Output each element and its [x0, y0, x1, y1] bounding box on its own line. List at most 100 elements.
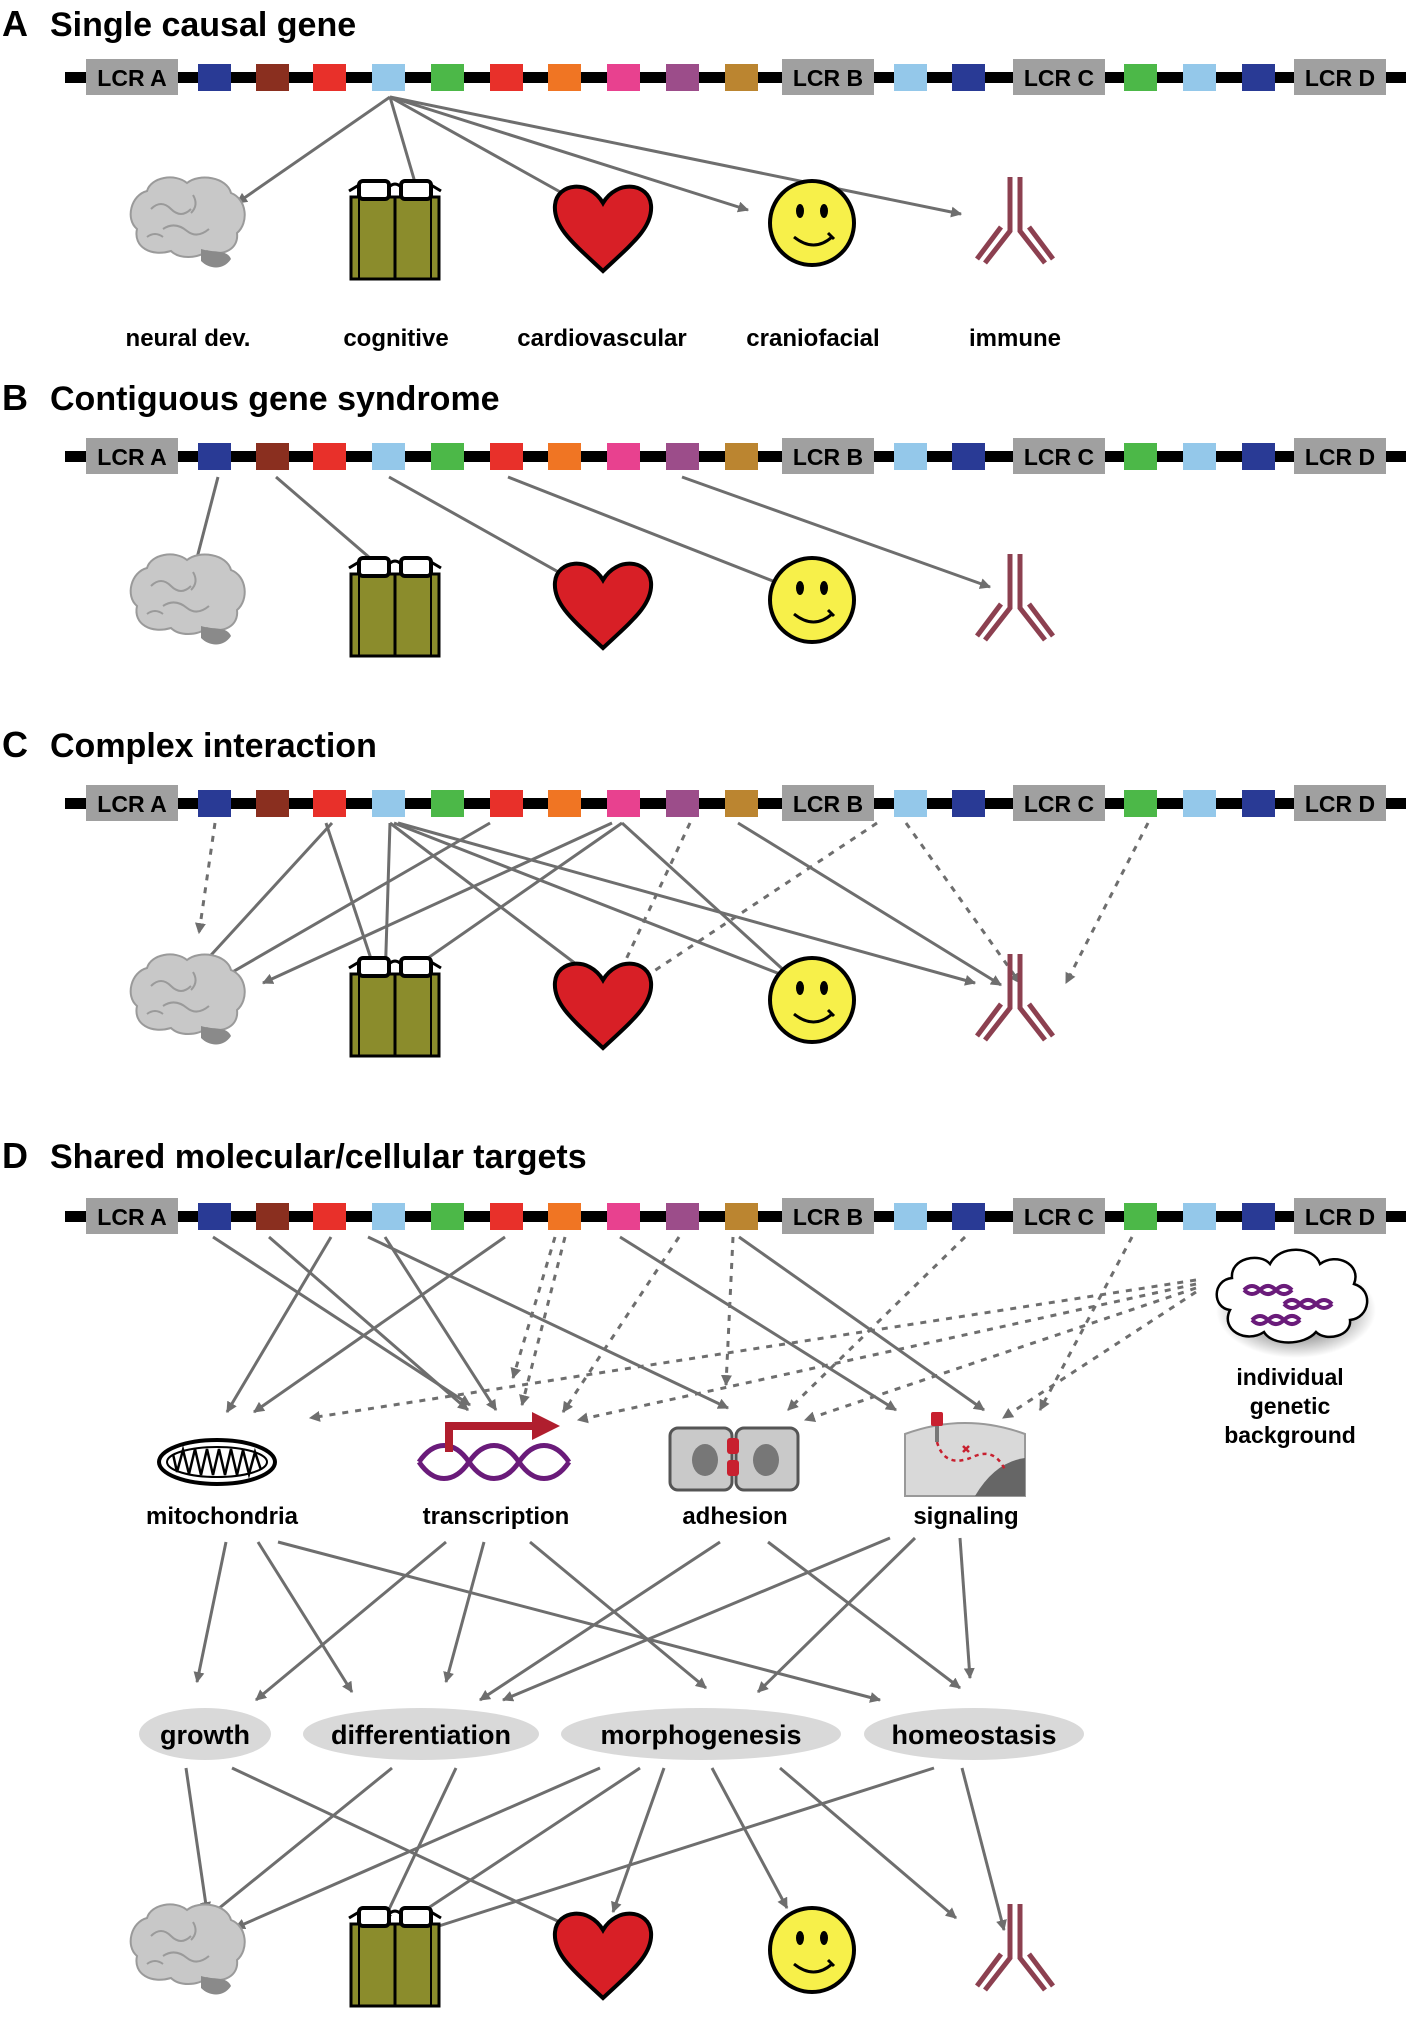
arrows-process-phenotype	[184, 1766, 1007, 1935]
gene-box	[666, 64, 699, 91]
background-label-line3: background	[1224, 1422, 1356, 1448]
phenotype-icons-row	[129, 1903, 1055, 2008]
gene-box	[548, 443, 581, 470]
brain-icon	[129, 953, 246, 1045]
gene-box	[431, 1203, 464, 1230]
gene-box	[548, 1203, 581, 1230]
gene-box	[1124, 443, 1157, 470]
gene-box	[607, 1203, 640, 1230]
gene-box	[894, 64, 927, 91]
process-morphogenesis: morphogenesis	[561, 1708, 841, 1760]
gene-box	[198, 64, 231, 91]
label-transcription: transcription	[423, 1503, 570, 1530]
label-homeostasis: homeostasis	[891, 1720, 1056, 1750]
gene-box	[607, 64, 640, 91]
gene-box	[372, 64, 405, 91]
gene-box	[256, 790, 289, 817]
lcr-box	[1294, 1198, 1386, 1234]
lcr-box	[1013, 1198, 1105, 1234]
panel-title-b: Contiguous gene syndrome	[50, 380, 500, 418]
gene-box	[490, 1203, 523, 1230]
lcr-label: LCR C	[1024, 791, 1094, 817]
heart-icon	[552, 1911, 654, 2001]
lcr-label: LCR D	[1305, 791, 1375, 817]
antibody-icon	[975, 177, 1055, 265]
lcr-box	[782, 59, 874, 95]
lcr-box	[782, 785, 874, 821]
gene-box	[313, 790, 346, 817]
gene-box	[666, 790, 699, 817]
lcr-label: LCR B	[793, 65, 863, 91]
background-label-line2: genetic	[1250, 1393, 1331, 1419]
adhesion-icon	[668, 1426, 800, 1492]
gene-box	[198, 1203, 231, 1230]
heart-icon	[552, 184, 654, 274]
panel-letter-d: D	[2, 1135, 28, 1176]
gene-box	[725, 64, 758, 91]
lcr-label: LCR D	[1305, 1204, 1375, 1230]
gene-box	[490, 64, 523, 91]
book-glasses-icon	[348, 179, 442, 281]
gene-box	[1242, 64, 1275, 91]
gene-box	[256, 443, 289, 470]
book-glasses-icon	[348, 1906, 442, 2008]
gene-box	[1124, 790, 1157, 817]
lcr-box	[782, 1198, 874, 1234]
label-craniofacial: craniofacial	[746, 325, 879, 352]
gene-box	[1242, 1203, 1275, 1230]
antibody-icon	[975, 554, 1055, 642]
lcr-box	[1013, 785, 1105, 821]
gene-box	[490, 790, 523, 817]
lcr-label: LCR C	[1024, 65, 1094, 91]
panel-title-c: Complex interaction	[50, 727, 377, 765]
lcr-label: LCR B	[793, 791, 863, 817]
background-label-line1: individual	[1236, 1364, 1343, 1390]
gene-box	[372, 790, 405, 817]
smiley-icon	[768, 179, 856, 267]
gene-box	[198, 790, 231, 817]
panel-title-d: Shared molecular/cellular targets	[50, 1138, 587, 1176]
lcr-label: LCR A	[97, 444, 166, 470]
lcr-label: LCR D	[1305, 65, 1375, 91]
label-immune: immune	[969, 325, 1061, 352]
book-glasses-icon	[348, 956, 442, 1058]
smiley-icon	[768, 956, 856, 1044]
lcr-box	[1013, 438, 1105, 474]
lcr-label: LCR D	[1305, 444, 1375, 470]
gene-box	[431, 64, 464, 91]
process-homeostasis: homeostasis	[864, 1708, 1084, 1760]
gene-box	[607, 790, 640, 817]
dna-cloud-icon	[1215, 1248, 1376, 1358]
gene-box	[198, 443, 231, 470]
gene-box	[431, 443, 464, 470]
heart-icon	[552, 961, 654, 1051]
gene-box	[1183, 1203, 1216, 1230]
gene-box	[1183, 64, 1216, 91]
gene-box	[952, 790, 985, 817]
gene-box	[894, 443, 927, 470]
smiley-icon	[768, 1906, 856, 1994]
gene-box	[607, 443, 640, 470]
lcr-box	[86, 59, 178, 95]
arrows-gene-target	[212, 1235, 1134, 1414]
process-growth: growth	[139, 1708, 271, 1760]
label-cognitive: cognitive	[343, 325, 448, 352]
lcr-box	[86, 438, 178, 474]
label-neural-dev: neural dev.	[126, 325, 251, 352]
heart-icon	[552, 561, 654, 651]
brain-icon	[129, 1903, 246, 1995]
gene-box	[1242, 790, 1275, 817]
phenotype-icons-row	[129, 953, 1055, 1058]
gene-box	[313, 64, 346, 91]
gene-box	[1124, 1203, 1157, 1230]
lcr-label: LCR B	[793, 444, 863, 470]
gene-box	[1124, 64, 1157, 91]
label-adhesion: adhesion	[682, 1503, 787, 1530]
gene-box	[256, 64, 289, 91]
panel-letter-c: C	[2, 724, 28, 765]
antibody-icon	[975, 954, 1055, 1042]
lcr-label: LCR C	[1024, 444, 1094, 470]
